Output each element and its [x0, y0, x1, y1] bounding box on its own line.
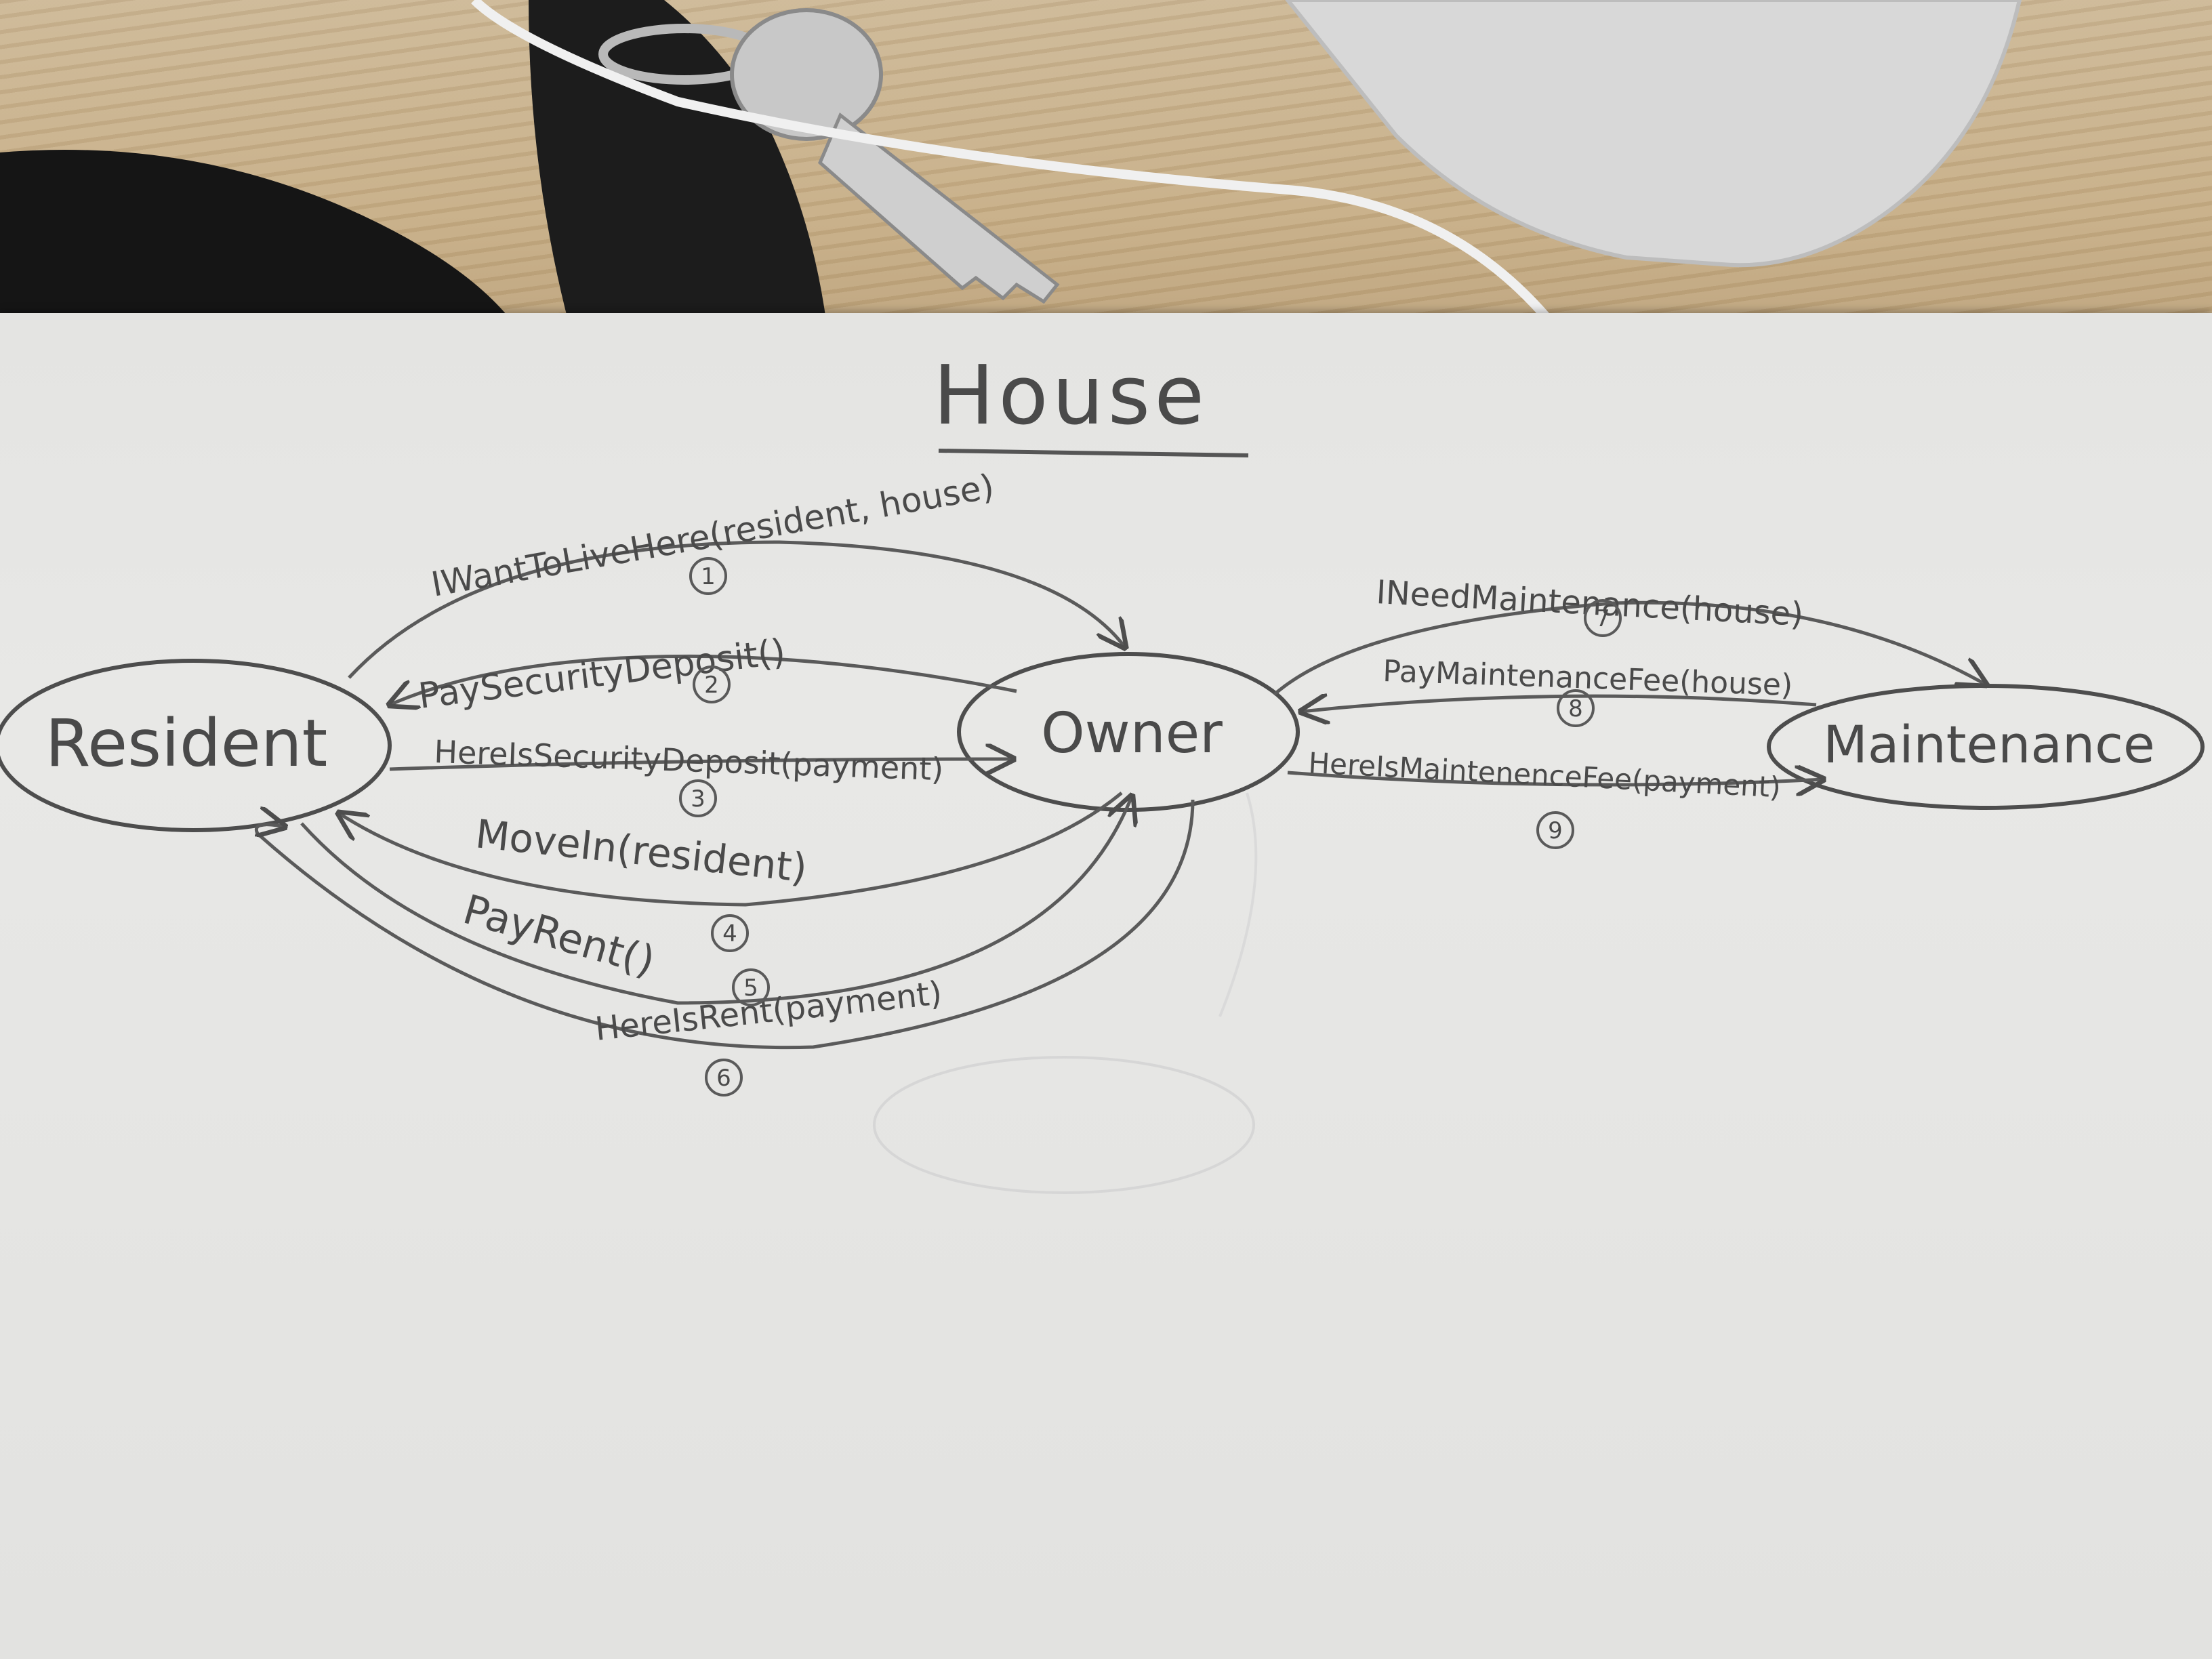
message-9-label: HereIsMaintenenceFee(payment)	[1307, 746, 1781, 804]
title-underline	[938, 449, 1249, 457]
node-maintenance-label: Maintenance	[1823, 714, 2154, 775]
paper-sheet	[0, 313, 2212, 1659]
message-4-label: MoveIn(resident)	[474, 811, 810, 891]
message-5-label: PayRent()	[458, 886, 660, 985]
erased-stroke	[1218, 792, 1258, 1017]
step-9: 9	[1548, 817, 1563, 844]
node-resident: Resident	[0, 659, 392, 832]
message-7-label: INeedMaintenance(house)	[1375, 573, 1804, 634]
step-6: 6	[716, 1065, 731, 1092]
erased-ellipse	[873, 1056, 1255, 1194]
arrow-8	[1301, 696, 1817, 712]
node-resident-label: Resident	[45, 705, 328, 781]
key-icon	[730, 8, 1060, 304]
step-8: 8	[1568, 695, 1583, 722]
arrow-5	[300, 796, 1132, 1005]
monitor-stand	[1285, 0, 2022, 268]
arrow-1	[348, 540, 1125, 679]
step-7: 7	[1595, 605, 1610, 632]
arrow-4	[339, 792, 1123, 907]
diagram-title: House	[933, 349, 1208, 443]
step-4: 4	[722, 920, 737, 947]
message-3-label: HereIsSecurityDeposit(payment)	[434, 733, 945, 787]
arrow-6	[256, 799, 1195, 1050]
arrow-9	[1287, 773, 1823, 785]
step-3: 3	[691, 785, 705, 813]
step-2: 2	[704, 672, 719, 699]
step-5: 5	[743, 975, 758, 1002]
node-owner: Owner	[957, 652, 1300, 812]
key-fob	[529, 0, 827, 325]
arrow-3	[389, 759, 1013, 769]
arrow-2	[390, 654, 1017, 705]
node-maintenance: Maintenance	[1767, 684, 2205, 810]
dark-object	[0, 149, 515, 325]
node-owner-label: Owner	[1041, 701, 1223, 766]
white-cable	[471, 0, 1563, 335]
message-2-label: PaySecurityDeposit()	[416, 632, 787, 717]
step-1: 1	[701, 563, 716, 590]
